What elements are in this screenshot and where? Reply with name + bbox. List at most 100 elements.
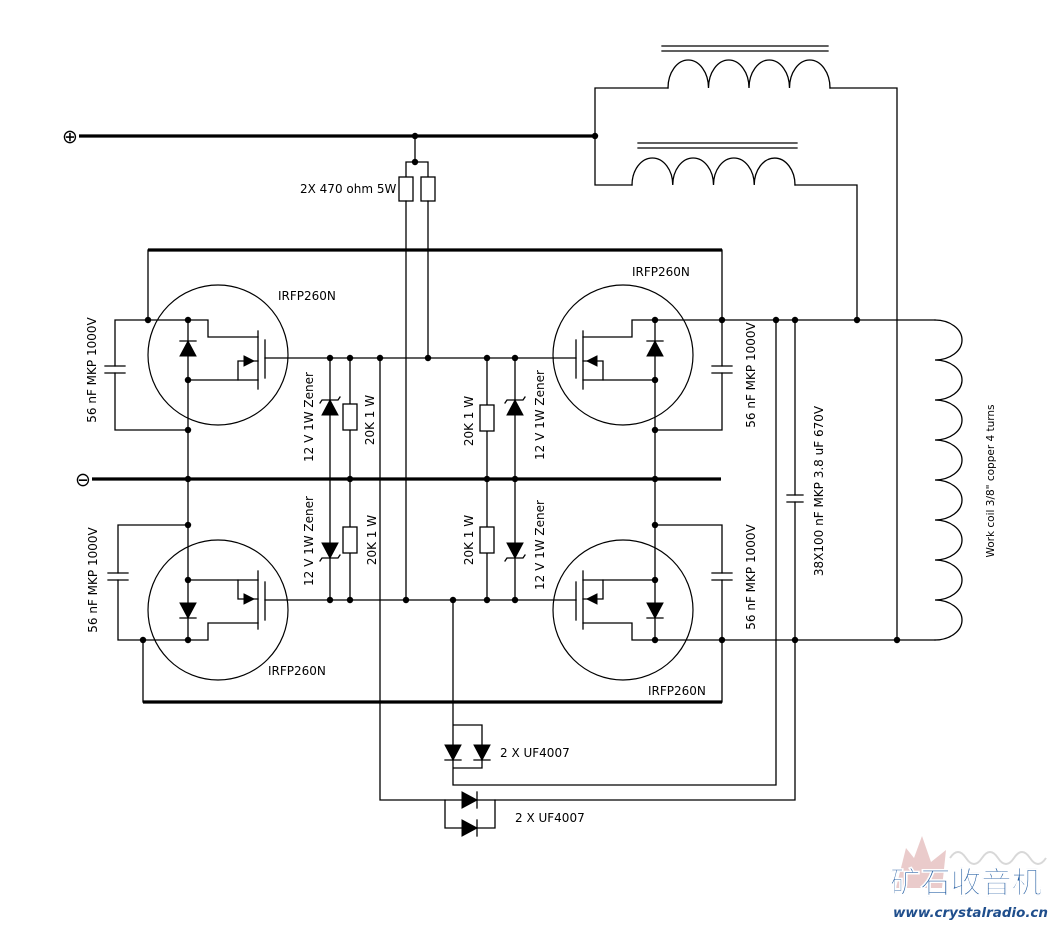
choke-upper-lead-in [594,87,669,137]
junction-dot [791,316,799,324]
junction-dot [483,354,491,362]
tank-capacitor: 38X100 nF MKP 3.8 uF 670V [786,319,826,576]
junction-dot [424,354,432,362]
drain-wire [142,622,259,703]
resistor-label: 20K 1 W [462,396,476,446]
feedback-wire-right [494,501,796,801]
cap-wire [114,319,189,431]
body-arrow-icon [585,593,598,605]
mosfet-top-left: IRFP260N [147,249,336,480]
junction-dot [376,354,384,362]
zener-bar [504,396,526,404]
resistor [342,526,358,554]
resistor-label: 20K 1 W [365,515,379,565]
junction-dot [651,636,659,644]
body-diode-icon [179,602,197,620]
diode-icon [473,744,491,762]
gate-supply-resistors-label: 2X 470 ohm 5W [300,182,396,196]
watermark-url: www.crystalradio.cn [893,905,1048,921]
junction-dot [346,596,354,604]
junction-dot [346,475,354,483]
watermark-logo-text: 矿石收音机 [890,866,1042,901]
junction-dot [326,354,334,362]
choke-upper-lead-out [829,87,898,641]
gate-diode-pair: 2 X UF4007 [444,319,777,786]
diode-icon [461,791,479,809]
resistor [342,403,358,431]
drain-wire [147,249,259,338]
junction-dot [184,316,192,324]
zener-label: 12 V 1W Zener [302,372,316,462]
zener-bar [504,554,526,562]
resistor [479,404,495,432]
zener-bar [319,554,341,562]
junction-dot [184,636,192,644]
zener-icon [321,542,339,560]
negative-terminal-icon: ⊖ [75,469,91,491]
gate-supply-resistor-right [420,176,436,202]
feedback-diodes-label: 2 X UF4007 [515,811,585,825]
junction-dot [893,636,901,644]
mosfet-top-right: IRFP260N [552,249,723,480]
mosfet-body-outline [552,284,694,426]
snubber-cap-top-left: 56 nF MKP 1000V [85,317,189,431]
zener-label: 12 V 1W Zener [302,496,316,586]
choke-upper [594,45,898,641]
cap-label: 56 nF MKP 1000V [85,317,99,423]
mosfet-label: IRFP260N [278,289,336,303]
junction-dot [449,596,457,604]
junction-dot [511,475,519,483]
zener-icon [506,542,524,560]
cap-wire [654,524,723,641]
mosfet-label: IRFP260N [632,265,690,279]
junction-dot [651,475,659,483]
body-diode-icon [646,339,664,357]
gate-supply-resistors: 2X 470 ohm 5W [300,135,436,601]
positive-terminal-icon: ⊕ [62,126,78,148]
cap-label: 56 nF MKP 1000V [744,524,758,630]
cap-wire [654,319,723,431]
junction-dot [772,316,780,324]
mosfet-bottom-left: IRFP260N [142,478,326,703]
body-arrow-icon [585,355,598,367]
gate-diodes-label: 2 X UF4007 [500,746,570,760]
junction-dot [651,316,659,324]
junction-dot [511,596,519,604]
snubber-cap-bottom-right: 56 nF MKP 1000V [654,524,758,641]
junction-dot [791,636,799,644]
junction-dot [326,596,334,604]
junction-dot [184,521,192,529]
junction-dot [411,158,419,166]
snubber-cap-top-right: 56 nF MKP 1000V [654,319,758,431]
tank-capacitor-label: 38X100 nF MKP 3.8 uF 670V [812,405,826,576]
junction-dot [483,475,491,483]
mosfet-body-outline [147,284,289,426]
junction-dot [591,132,599,140]
zener-bar [319,396,341,404]
junction-dot [411,132,419,140]
junction-dot [853,316,861,324]
junction-dot [483,596,491,604]
junction-dot [651,426,659,434]
mosfet-body-outline [552,539,694,681]
junction-dot [139,636,147,644]
choke-lower [594,135,858,321]
mosfet-body-outline [147,539,289,681]
choke-upper-winding [667,59,831,89]
choke-lower-lead-out [794,184,858,321]
junction-dot [144,316,152,324]
cap-label: 56 nF MKP 1000V [86,527,100,633]
body-diode-icon [179,339,197,357]
feedback-wire-left [379,357,446,801]
junction-dots [139,132,901,644]
junction-dot [402,596,410,604]
zener-label: 12 V 1W Zener [533,370,547,460]
junction-dot [511,354,519,362]
gate-supply-resistor-left [398,176,414,202]
body-arrow-icon [243,593,256,605]
junction-dot [718,316,726,324]
body-diode-icon [646,602,664,620]
junction-dot [346,354,354,362]
watermark-scribble [949,851,1047,865]
